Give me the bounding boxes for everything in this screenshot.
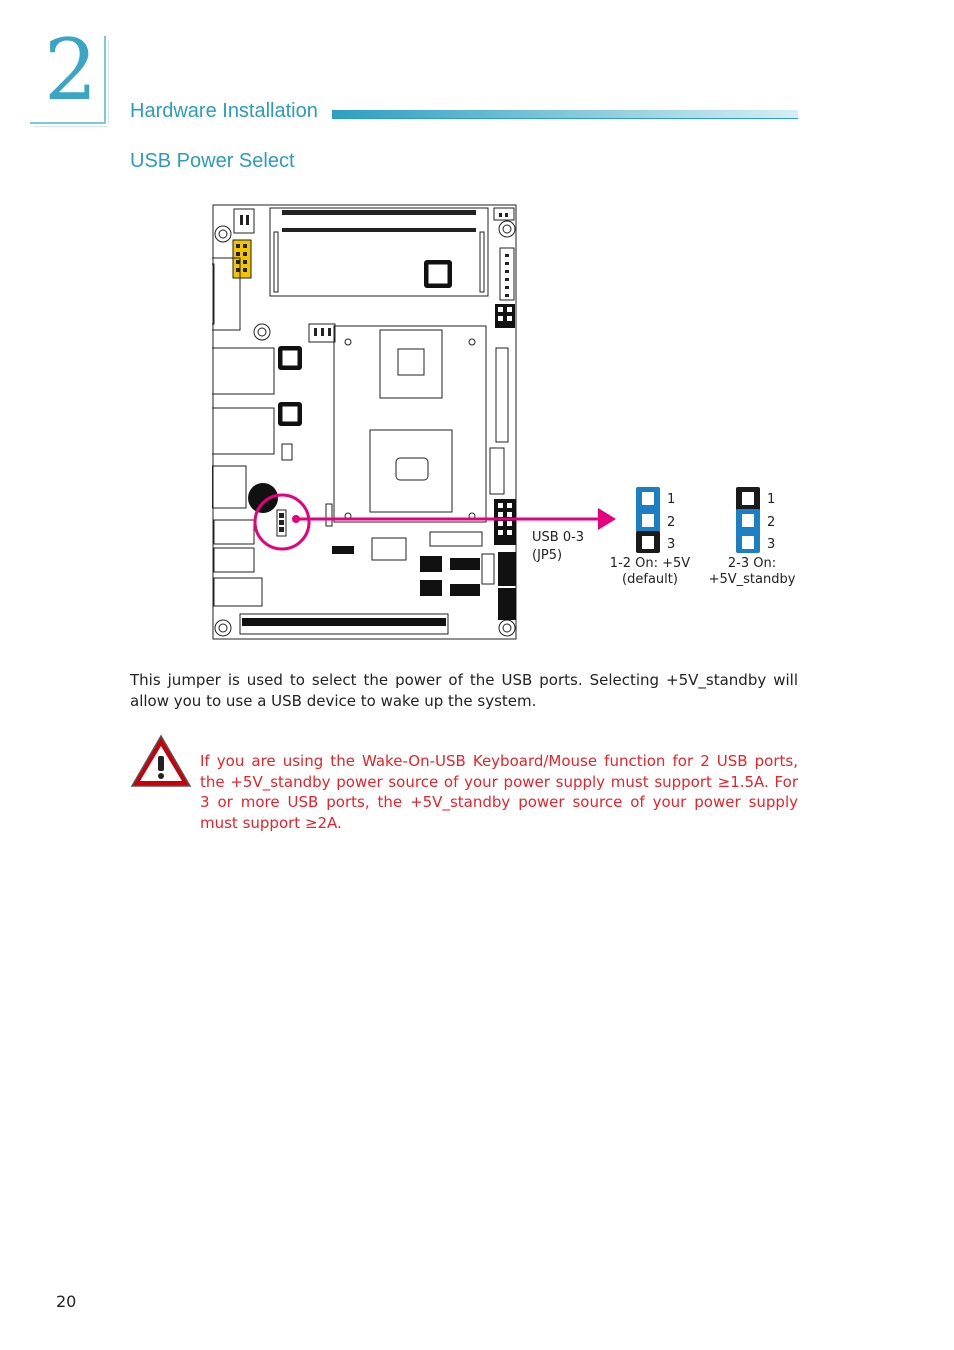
- pin-block-a: [332, 546, 354, 554]
- usb-port-1: [213, 519, 255, 545]
- chapter-rule-shadow: [108, 40, 109, 124]
- usb-port-2: [213, 547, 255, 573]
- vga-port: [213, 577, 263, 607]
- bottom-header-row: [429, 531, 483, 547]
- lan-port: [212, 347, 275, 395]
- sodimm-slot: [269, 207, 489, 297]
- connector-label-sub: (JP5): [532, 548, 563, 563]
- fan-connector: [233, 208, 255, 234]
- jumper-a-setting: 1-2 On: +5V: [609, 556, 691, 571]
- fan-connector-mid: [308, 323, 336, 343]
- jumper-a-pin-label: 2: [667, 515, 676, 530]
- right-connector-mid: [489, 447, 505, 495]
- warning-text: If you are using the Wake-On-USB Keyboar…: [200, 752, 798, 832]
- pin-block-g: [498, 588, 516, 620]
- small-jumper: [325, 503, 333, 527]
- cpu-socket: [379, 329, 443, 399]
- board-outline: [212, 204, 517, 640]
- jumper-b-pin-label: 3: [767, 537, 776, 552]
- title-underline: [332, 118, 798, 119]
- motherboard-diagram: [212, 204, 517, 640]
- jumper-b-pin-label: 2: [767, 515, 776, 530]
- warning-icon: [130, 734, 192, 787]
- subsection-title: USB Power Select: [130, 150, 295, 172]
- audio-port: [212, 465, 247, 509]
- connector-label: USB 0-3: [532, 530, 585, 545]
- jumper-b-pin-label: 1: [767, 492, 776, 507]
- body-paragraph: This jumper is used to select the power …: [130, 671, 798, 710]
- pin-block-d: [420, 580, 442, 596]
- right-header-top: [499, 247, 515, 301]
- small-chip: [281, 443, 293, 461]
- cpu-area: [333, 325, 487, 523]
- jumper-a-pin-label: 3: [667, 537, 676, 552]
- section-title: Hardware Installation: [130, 100, 318, 122]
- jumper-b-standby: +5V_standby: [708, 572, 796, 587]
- chapter-rule-bottom-shadow: [34, 126, 108, 127]
- mounting-hole-icon: [214, 220, 516, 637]
- chipset: [369, 429, 453, 513]
- jumper-a-default: (default): [622, 572, 678, 587]
- jp5-highlight-circle: [253, 493, 311, 551]
- pin-block-b: [420, 556, 442, 572]
- serial-port: [212, 257, 241, 331]
- chapter-number: 2: [44, 21, 98, 119]
- crystal: [371, 537, 407, 561]
- pin-block-e: [450, 584, 480, 596]
- header-small-right: [481, 553, 495, 585]
- battery: [248, 483, 278, 513]
- pin-block-f: [498, 552, 516, 586]
- lan-port-2: [212, 407, 275, 455]
- chapter-rule: [104, 36, 106, 124]
- jumper-b: [736, 487, 760, 553]
- title-gradient-bar: [332, 110, 798, 118]
- jumper-b-setting: 2-3 On:: [727, 556, 777, 571]
- pin-block-c: [450, 558, 480, 570]
- jumper-a-pin-label: 1: [667, 492, 676, 507]
- jp5-jumper: [276, 509, 287, 537]
- ide-connector: [495, 347, 509, 443]
- yellow-header: [232, 239, 252, 279]
- expansion-slot: [239, 613, 449, 635]
- page-number: 20: [56, 1292, 77, 1311]
- jumper-a: [636, 487, 660, 553]
- pointer-arrow: [292, 508, 616, 530]
- chapter-rule-bottom: [30, 122, 106, 124]
- power-connector-top: [493, 207, 515, 221]
